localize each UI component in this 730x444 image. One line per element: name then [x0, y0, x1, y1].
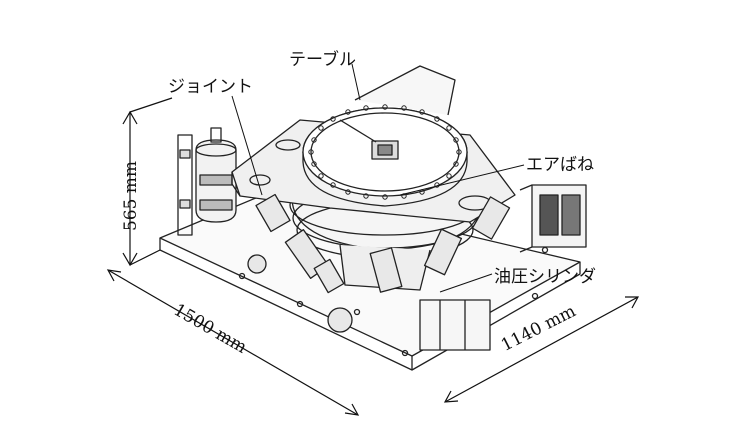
- label-joint: ジョイント: [168, 77, 253, 97]
- right-rack: [419, 184, 587, 351]
- dimension-height: 565 mm: [121, 160, 142, 232]
- label-hydraulic-cylinder: 油圧シリンダ: [494, 267, 596, 287]
- top-table: [302, 65, 468, 207]
- width-dim-line: [107, 269, 359, 416]
- leader-lines: [231, 63, 525, 293]
- hydraulic-actuators: [247, 193, 511, 333]
- left-rack: [177, 134, 193, 236]
- depth-dim-line: [444, 296, 639, 403]
- label-air-spring: エアばね: [526, 155, 594, 175]
- pressure-tank: [195, 127, 237, 223]
- dimension-lines: [106, 97, 640, 416]
- label-table: テーブル: [289, 50, 356, 70]
